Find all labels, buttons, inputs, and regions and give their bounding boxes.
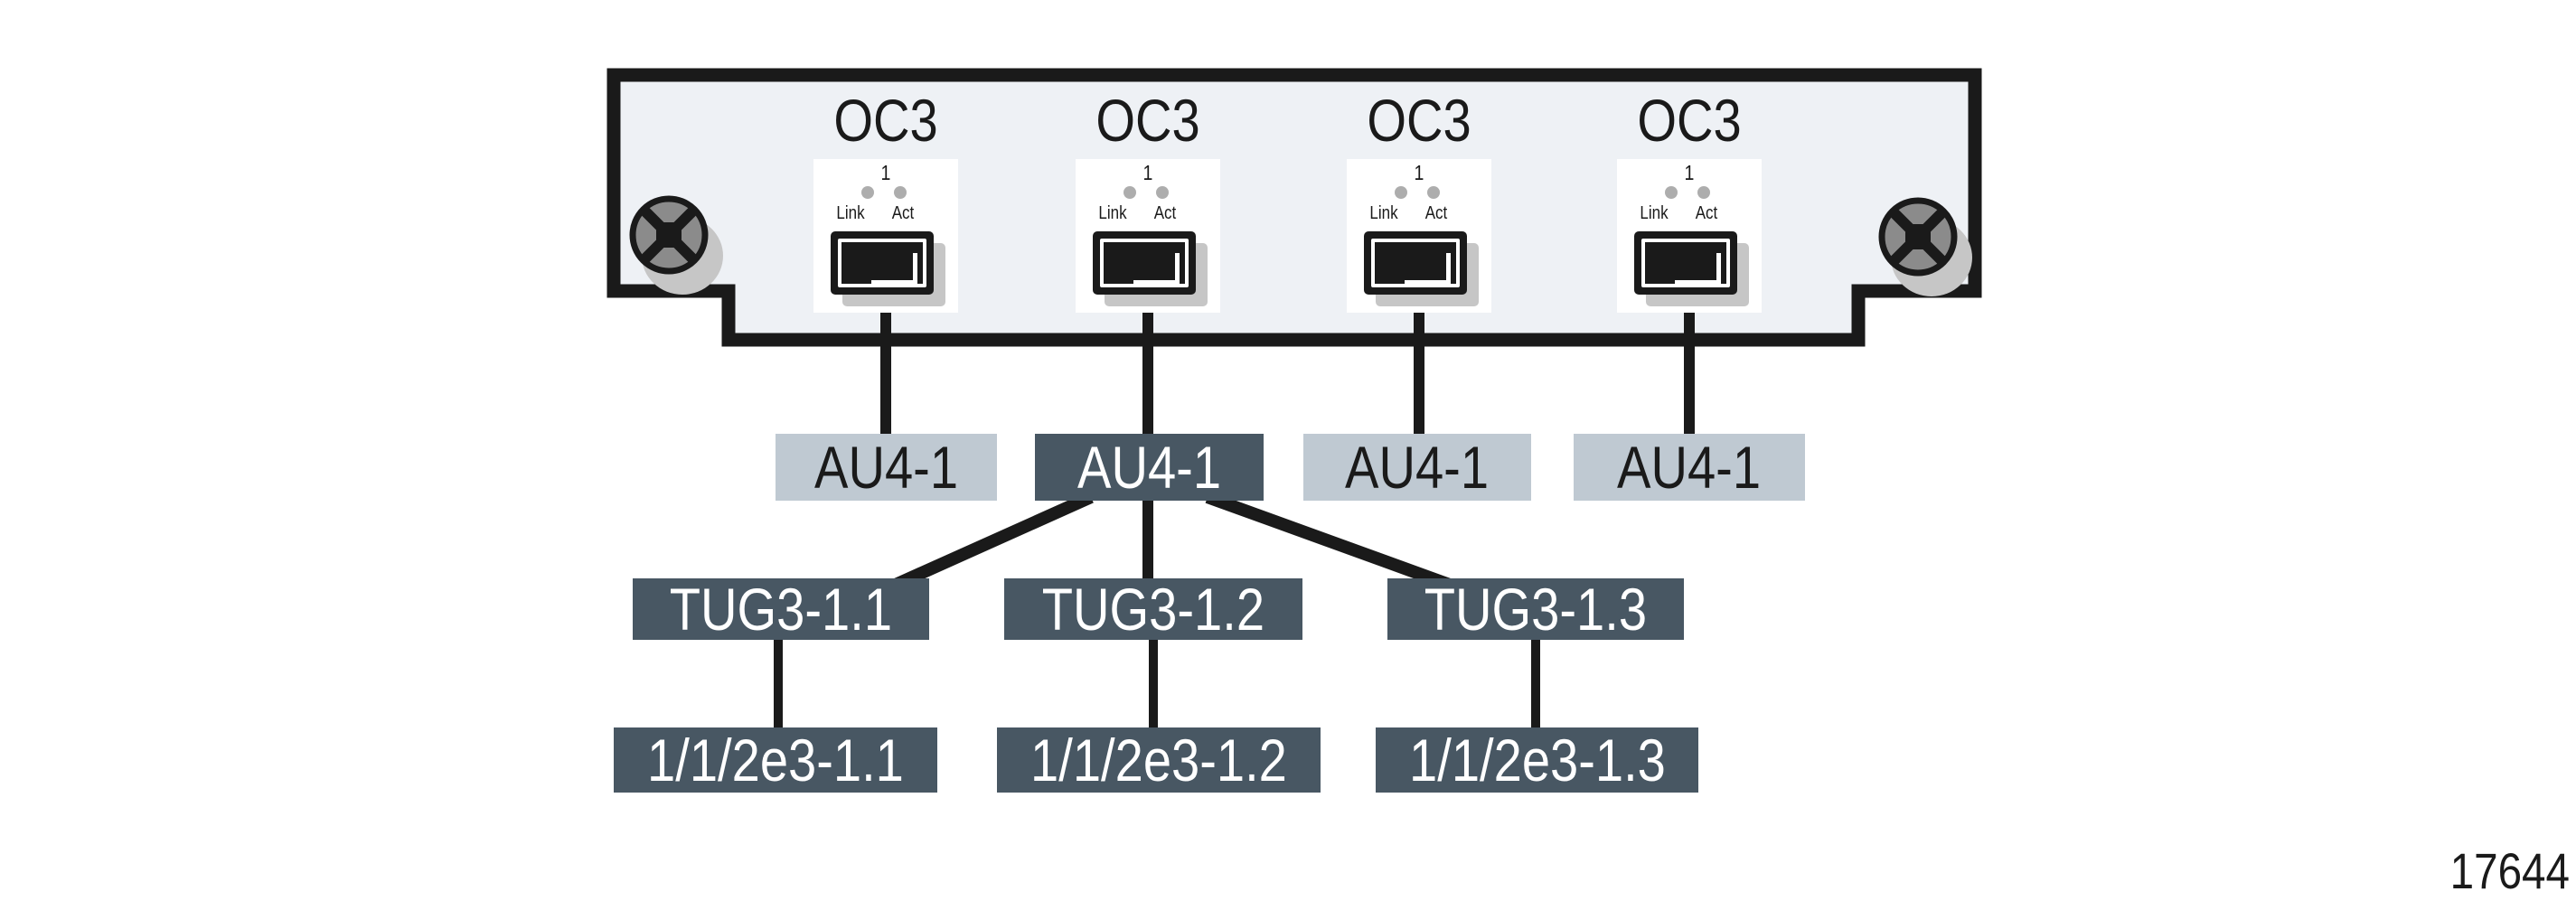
sfp-port-icon (1634, 231, 1737, 295)
box-label: AU4-1 (813, 434, 959, 501)
sfp-opening (1100, 239, 1189, 287)
e3-box-2: 1/1/2e3-1.2 (997, 727, 1321, 793)
sfp-port-icon (1093, 231, 1196, 295)
link-led-icon (1665, 186, 1678, 199)
e3-box-1: 1/1/2e3-1.1 (614, 727, 937, 793)
au4-box-3: AU4-1 (1303, 434, 1531, 501)
port-number: 1 (1684, 161, 1695, 184)
port2-title: OC3 (1095, 87, 1200, 154)
box-label: AU4-1 (1617, 434, 1762, 501)
act-led-icon (1156, 186, 1169, 199)
link-label: Link (1369, 203, 1398, 223)
au4-box-4: AU4-1 (1574, 434, 1805, 501)
box-label: AU4-1 (1076, 434, 1222, 501)
screw-left-icon (629, 195, 723, 295)
link-led-icon (861, 186, 874, 199)
figure-number: 17644 (2449, 842, 2570, 899)
au4-to-tug3-1-line (887, 491, 1094, 594)
tug3-box-1: TUG3-1.1 (633, 576, 929, 643)
act-label: Act (1695, 203, 1718, 223)
tug3-box-2: TUG3-1.2 (1004, 576, 1302, 643)
port3-panel: 1 Link Act (1347, 159, 1491, 313)
link-led-icon (1123, 186, 1136, 199)
act-led-icon (1697, 186, 1710, 199)
box-label: TUG3-1.2 (1041, 576, 1265, 643)
act-label: Act (891, 203, 915, 223)
port4-title: OC3 (1637, 87, 1742, 154)
box-label: AU4-1 (1345, 434, 1490, 501)
port1-title: OC3 (833, 87, 938, 154)
port3-title: OC3 (1367, 87, 1471, 154)
link-label: Link (1098, 203, 1127, 223)
au4-box-1: AU4-1 (776, 434, 997, 501)
box-label: 1/1/2e3-1.1 (647, 727, 904, 793)
sfp-port-icon (831, 231, 934, 295)
link-led-icon (1395, 186, 1407, 199)
tug3-box-3: TUG3-1.3 (1387, 576, 1684, 643)
port2-panel: 1 Link Act (1076, 159, 1220, 313)
link-label: Link (836, 203, 865, 223)
act-led-icon (894, 186, 907, 199)
port-number: 1 (880, 161, 891, 184)
link-label: Link (1640, 203, 1669, 223)
box-label: 1/1/2e3-1.3 (1408, 727, 1666, 793)
sfp-latch-icon (871, 253, 917, 285)
box-label: TUG3-1.3 (1424, 576, 1648, 643)
e3-box-3: 1/1/2e3-1.3 (1376, 727, 1698, 793)
screw-right-icon (1878, 197, 1972, 296)
box-label: 1/1/2e3-1.2 (1030, 727, 1287, 793)
act-label: Act (1153, 203, 1177, 223)
port4-panel: 1 Link Act (1617, 159, 1762, 313)
port1-panel: 1 Link Act (813, 159, 958, 313)
act-label: Act (1424, 203, 1448, 223)
port-number: 1 (1142, 161, 1153, 184)
au4-to-tug3-3-line (1205, 491, 1460, 594)
port-number: 1 (1414, 161, 1424, 184)
connection-lines (774, 307, 1695, 734)
sfp-port-icon (1364, 231, 1467, 295)
act-led-icon (1427, 186, 1440, 199)
box-label: TUG3-1.1 (669, 576, 893, 643)
sfp-latch-icon (1405, 253, 1451, 285)
sfp-opening (1641, 239, 1730, 287)
sfp-opening (1371, 239, 1460, 287)
sfp-opening (838, 239, 926, 287)
au4-box-2: AU4-1 (1035, 434, 1264, 501)
sfp-latch-icon (1133, 253, 1180, 285)
sfp-latch-icon (1675, 253, 1721, 285)
